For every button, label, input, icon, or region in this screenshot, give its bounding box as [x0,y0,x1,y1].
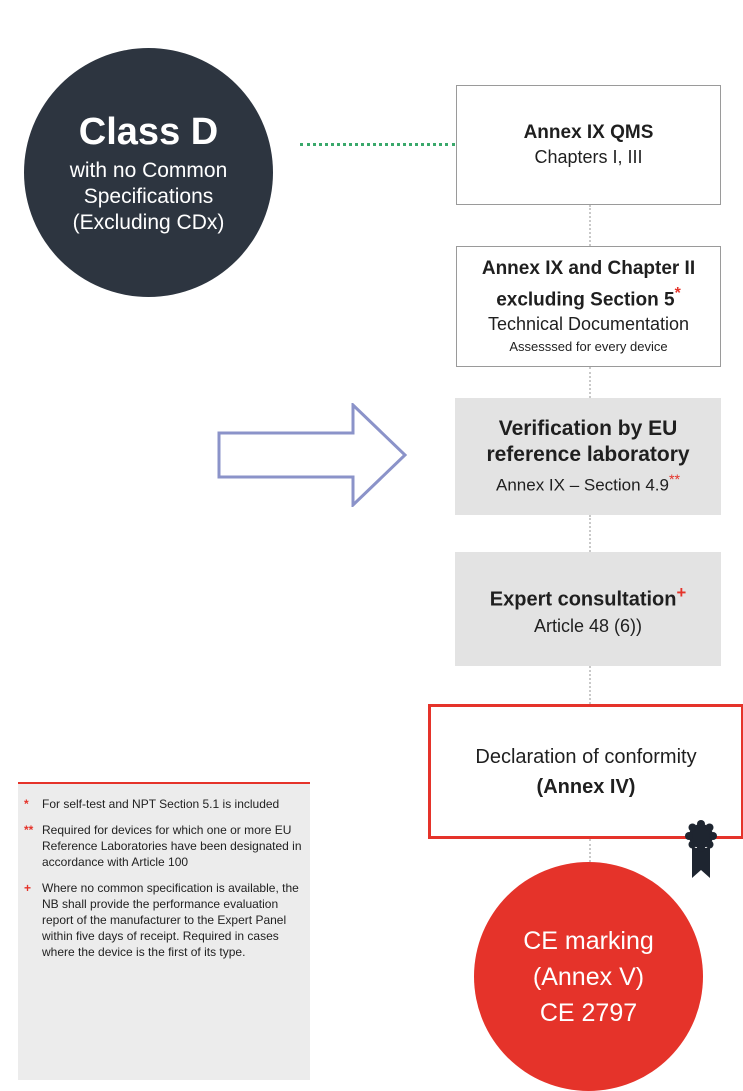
footnote-mark: * [24,797,29,811]
eurl-title-line-1: Verification by EU [498,416,678,440]
class-to-qms-connector [300,143,455,146]
footnote: ** Required for devices for which one or… [24,822,302,870]
eurl-title-line-2: reference laboratory [486,442,690,466]
annex-ix-qms-box: Annex IX QMS Chapters I, III [456,85,721,205]
class-line-2: Specifications [83,184,214,208]
tech-title-line-2: excluding Section 5* [496,284,681,311]
connector-5 [589,839,591,862]
class-title: Class D [78,110,219,153]
tech-subtitle: Technical Documentation [487,314,690,335]
right-arrow-icon [217,403,408,507]
technical-documentation-box: Annex IX and Chapter II excluding Sectio… [456,246,721,367]
connector-3 [589,515,591,552]
expert-title: Expert consultation+ [489,583,687,611]
expert-title-mark: + [676,583,687,603]
ce-line-1: CE marking [523,926,654,955]
ce-line-2: (Annex V) [532,962,645,991]
footnote-text: Required for devices for which one or mo… [42,823,302,869]
class-line-1: with no Common [69,158,228,182]
tech-title-mark: * [674,284,681,302]
ce-marking-circle: CE marking (Annex V) CE 2797 [474,862,703,1091]
qms-title: Annex IX QMS [523,122,654,143]
footnote: + Where no common specification is avail… [24,880,302,960]
footnote-text: Where no common specification is availab… [42,881,299,959]
class-line-3: (Excluding CDx) [72,210,225,234]
footnote-mark: ** [24,823,34,837]
connector-2 [589,367,591,398]
award-badge-icon [685,820,717,878]
declaration-of-conformity-box: Declaration of conformity (Annex IV) [428,704,743,839]
footnotes-panel: * For self-test and NPT Section 5.1 is i… [18,782,310,1080]
expert-consultation-box: Expert consultation+ Article 48 (6)) [455,552,721,666]
connector-1 [589,205,591,246]
eu-reference-laboratory-box: Verification by EU reference laboratory … [455,398,721,515]
expert-subtitle: Article 48 (6)) [533,615,643,636]
declaration-line-2: (Annex IV) [536,775,636,798]
qms-subtitle: Chapters I, III [534,147,643,167]
declaration-line-1: Declaration of conformity [475,745,697,768]
tech-title-line-1: Annex IX and Chapter II [481,257,696,279]
footnote-text: For self-test and NPT Section 5.1 is inc… [42,797,280,811]
class-d-circle: Class D with no Common Specifications (E… [24,48,273,297]
tech-note: Assesssed for every device [509,339,668,355]
eurl-subtitle: Annex IX – Section 4.9** [496,471,680,495]
connector-4 [589,666,591,704]
footnote-mark: + [24,881,32,895]
footnote: * For self-test and NPT Section 5.1 is i… [24,796,302,812]
ce-line-3: CE 2797 [539,998,638,1027]
eurl-subtitle-mark: ** [668,471,680,488]
